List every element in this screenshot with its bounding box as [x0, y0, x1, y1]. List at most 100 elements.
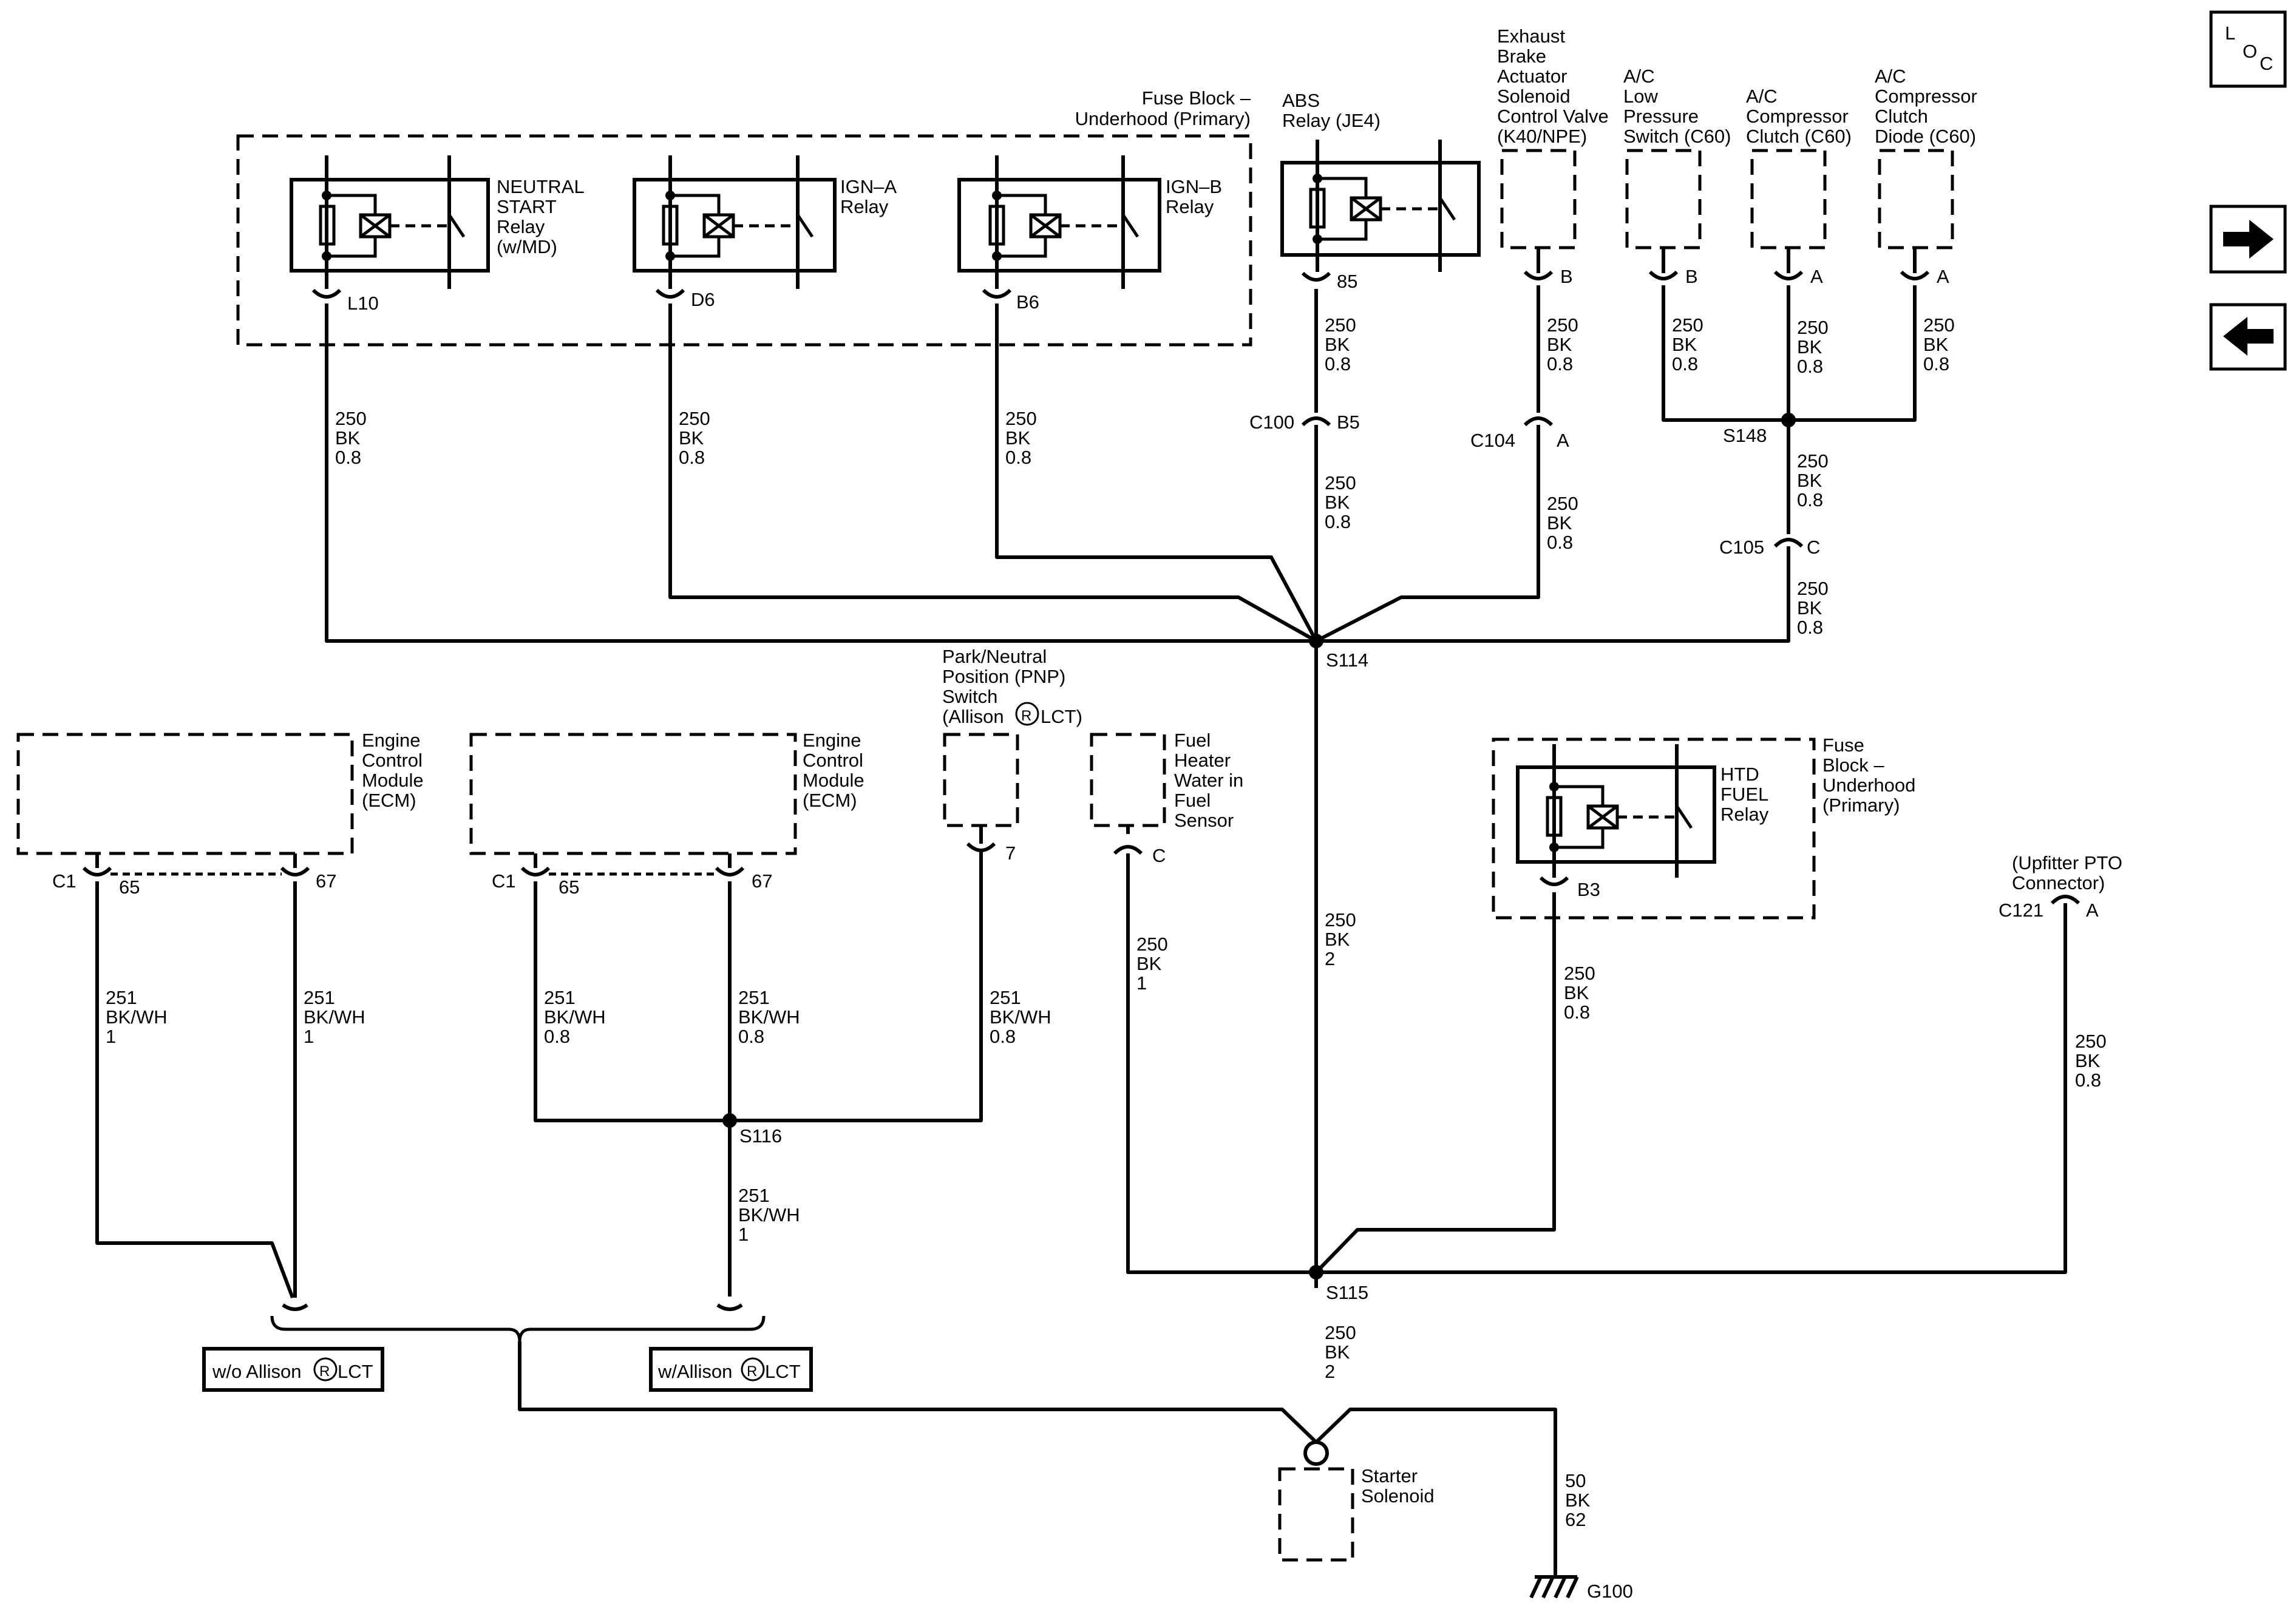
svg-text:BK: BK [1923, 334, 1949, 355]
svg-text:BK/WH: BK/WH [106, 1006, 168, 1028]
wire-ground [1314, 1408, 1557, 1576]
svg-text:Fuse: Fuse [1822, 734, 1864, 756]
svg-text:B3: B3 [1577, 879, 1600, 900]
svg-text:D6: D6 [691, 289, 715, 310]
svg-text:BK: BK [1325, 1341, 1350, 1363]
svg-text:250: 250 [679, 408, 710, 429]
svg-text:BK: BK [1547, 334, 1572, 355]
svg-text:S114: S114 [1326, 649, 1368, 671]
ecm-left-box [16, 733, 354, 855]
option-with-allison: w/Allison R LCT [649, 1347, 813, 1392]
svg-text:250: 250 [2075, 1031, 2107, 1052]
wire-c104 [1315, 438, 1540, 643]
svg-text:BK: BK [1672, 334, 1697, 355]
svg-text:Compressor: Compressor [1746, 106, 1849, 127]
svg-text:Block –: Block – [1822, 754, 1884, 776]
svg-text:BK: BK [1797, 470, 1822, 491]
abs-relay-label: ABS [1282, 90, 1320, 111]
svg-text:BK/WH: BK/WH [544, 1006, 606, 1028]
svg-text:Engine: Engine [362, 730, 421, 751]
svg-text:Underhood (Primary): Underhood (Primary) [1075, 108, 1251, 129]
svg-text:250: 250 [1325, 909, 1356, 931]
svg-text:250: 250 [1547, 314, 1578, 336]
wire-htd-fuel [1314, 892, 1556, 1274]
svg-text:1: 1 [106, 1026, 116, 1047]
svg-text:62: 62 [1565, 1509, 1586, 1530]
svg-text:Compressor: Compressor [1875, 86, 1977, 107]
svg-text:251: 251 [738, 987, 770, 1008]
next-page-button[interactable] [2209, 205, 2287, 274]
svg-text:BK/WH: BK/WH [738, 1204, 800, 1225]
svg-text:Solenoid: Solenoid [1497, 86, 1571, 107]
svg-text:0.8: 0.8 [1325, 511, 1351, 532]
ac-low-pressure-label: A/C Low Pressure Switch (C60) [1623, 66, 1731, 147]
svg-text:0.8: 0.8 [335, 447, 361, 468]
svg-text:0.8: 0.8 [679, 447, 705, 468]
previous-page-button[interactable] [2209, 303, 2287, 371]
svg-text:BK: BK [1565, 1490, 1591, 1511]
svg-text:BK: BK [335, 427, 361, 449]
svg-text:C100: C100 [1249, 412, 1294, 433]
svg-text:Starter: Starter [1361, 1465, 1418, 1486]
svg-text:R: R [319, 1363, 330, 1380]
svg-text:1: 1 [304, 1026, 314, 1047]
svg-text:A: A [1810, 266, 1823, 287]
svg-text:BK: BK [1136, 953, 1162, 974]
svg-text:w/Allison: w/Allison [657, 1361, 732, 1382]
wire-b6 [995, 303, 1318, 642]
svg-text:251: 251 [304, 987, 335, 1008]
svg-text:0.8: 0.8 [1797, 356, 1823, 377]
neutral-start-relay [290, 155, 490, 289]
ign-a-relay [633, 155, 837, 289]
svg-text:0.8: 0.8 [990, 1026, 1016, 1047]
svg-text:251: 251 [106, 987, 137, 1008]
svg-text:250: 250 [1564, 963, 1595, 984]
svg-text:0.8: 0.8 [738, 1026, 764, 1047]
svg-text:0.8: 0.8 [1005, 447, 1031, 468]
svg-text:BK: BK [1325, 492, 1350, 513]
svg-text:LCT): LCT) [1041, 706, 1082, 727]
starter-solenoid-box [1278, 1467, 1354, 1562]
svg-text:Relay: Relay [497, 216, 545, 237]
svg-text:Relay (JE4): Relay (JE4) [1282, 110, 1381, 131]
svg-text:IGN–B: IGN–B [1166, 176, 1222, 197]
svg-text:Relay: Relay [1166, 196, 1214, 217]
svg-text:Clutch (C60): Clutch (C60) [1746, 126, 1852, 147]
svg-text:250: 250 [1797, 317, 1829, 338]
svg-text:(ECM): (ECM) [362, 790, 416, 811]
svg-text:Low: Low [1623, 86, 1658, 107]
svg-text:B: B [1685, 266, 1698, 287]
svg-text:BK/WH: BK/WH [304, 1006, 365, 1028]
svg-text:Control: Control [362, 750, 423, 771]
svg-text:BK/WH: BK/WH [990, 1006, 1051, 1028]
svg-text:Fuel: Fuel [1174, 790, 1211, 811]
svg-text:Switch: Switch [942, 686, 997, 707]
svg-text:250: 250 [1005, 408, 1037, 429]
svg-text:C104: C104 [1470, 430, 1515, 451]
svg-text:50: 50 [1565, 1470, 1586, 1491]
arrow-right-icon [2223, 220, 2274, 259]
svg-text:R: R [747, 1363, 757, 1380]
svg-text:85: 85 [1337, 271, 1357, 292]
svg-text:S115: S115 [1326, 1282, 1368, 1303]
svg-text:Control Valve: Control Valve [1497, 106, 1609, 127]
splice-s148 [1781, 413, 1796, 427]
svg-text:BK: BK [2075, 1050, 2101, 1071]
svg-text:C1: C1 [52, 870, 76, 892]
svg-text:LCT: LCT [765, 1361, 801, 1382]
svg-text:Position (PNP): Position (PNP) [942, 666, 1065, 687]
svg-text:2: 2 [1325, 948, 1335, 969]
svg-text:C105: C105 [1719, 537, 1764, 558]
svg-text:250: 250 [1923, 314, 1955, 336]
svg-text:BK/WH: BK/WH [738, 1006, 800, 1028]
wire-fuel-heater [1126, 853, 2067, 1274]
svg-text:C1: C1 [492, 870, 516, 892]
loc-button[interactable]: L O C [2209, 10, 2287, 88]
svg-text:7: 7 [1005, 842, 1016, 864]
svg-text:Module: Module [362, 770, 424, 791]
svg-text:0.8: 0.8 [1564, 1002, 1590, 1023]
fuse-block-right-outline [1492, 737, 1816, 920]
ground-icon [1529, 1575, 1579, 1599]
svg-text:B6: B6 [1016, 291, 1039, 313]
